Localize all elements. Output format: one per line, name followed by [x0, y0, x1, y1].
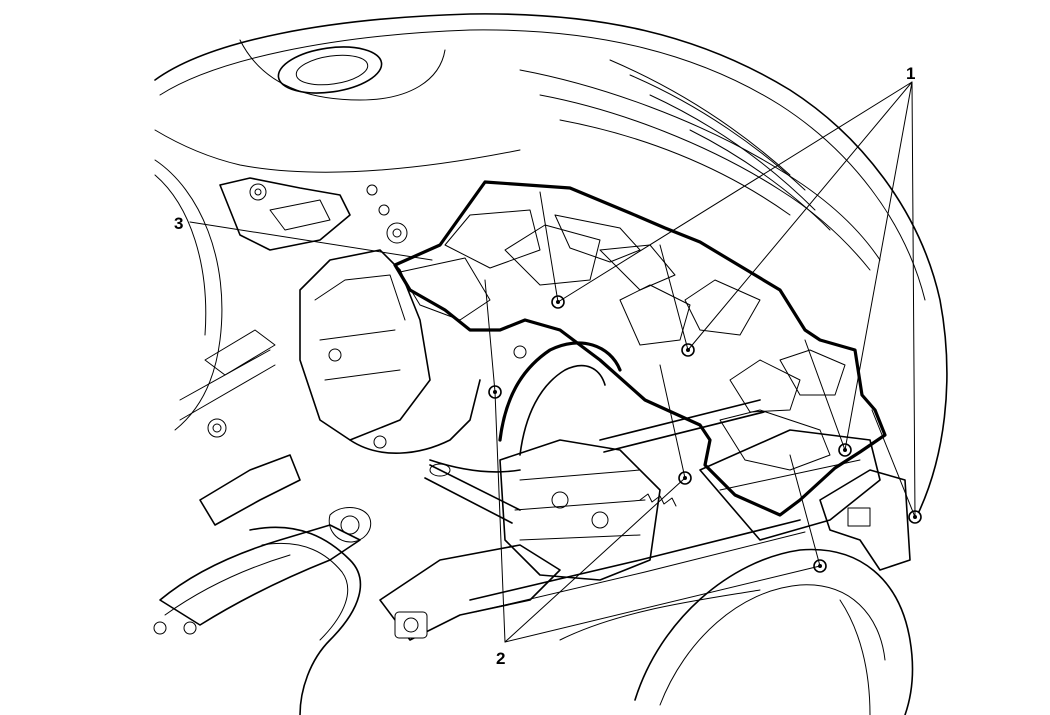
callout-2-label: 2: [496, 649, 505, 668]
callout-3-label: 3: [174, 214, 183, 233]
front-fascia: [154, 13, 948, 521]
fasteners-item-2: [488, 385, 827, 573]
air-deflector-shield: [393, 180, 887, 517]
engine-assembly: [299, 249, 911, 641]
left-mount-bracket: [219, 177, 527, 449]
fasteners-item-1: [551, 295, 922, 524]
callout-labels: 1 2 3: [174, 64, 915, 668]
callout-1-label: 1: [906, 64, 915, 83]
front-tire: [634, 548, 914, 715]
subframe: [153, 329, 561, 715]
leader-lines: [189, 81, 916, 643]
